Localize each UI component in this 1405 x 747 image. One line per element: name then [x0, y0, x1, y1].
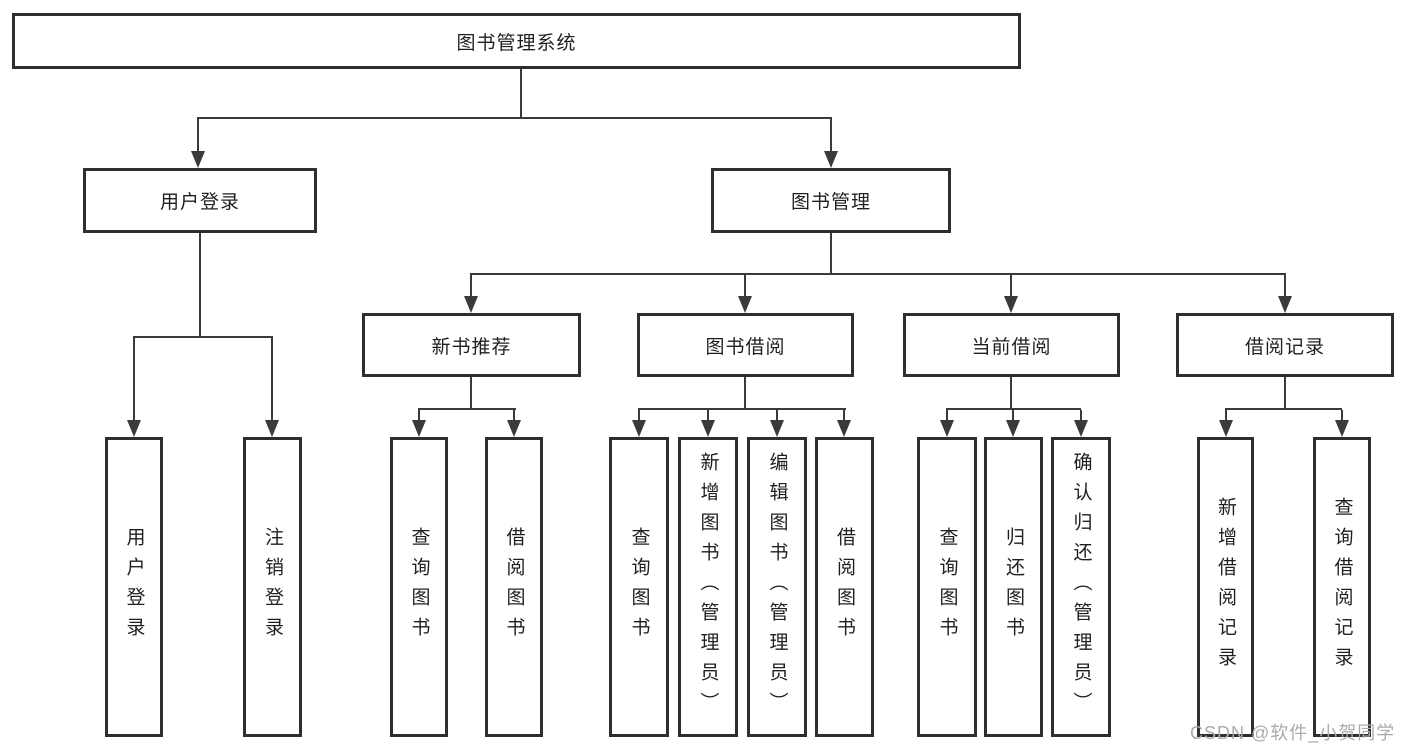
- connector-line: [470, 273, 1286, 275]
- arrow-down-icon: [1006, 420, 1020, 437]
- leaf-label: 借阅图书: [834, 527, 855, 647]
- leaf-query-books-recommend: 查询图书: [390, 437, 448, 737]
- connector-line: [1284, 275, 1286, 297]
- arrow-down-icon: [464, 296, 478, 313]
- arrow-down-icon: [824, 151, 838, 168]
- connector-line: [638, 408, 846, 410]
- leaf-query-books-borrowing: 查询图书: [609, 437, 669, 737]
- connector-line: [197, 117, 832, 119]
- csdn-watermark: CSDN @软件_小贺同学: [1190, 723, 1396, 743]
- leaf-label: 查询图书: [936, 527, 958, 647]
- leaf-label: 查询借阅记录: [1331, 497, 1353, 677]
- connector-line: [638, 410, 640, 421]
- connector-line: [470, 377, 472, 408]
- leaf-user-login: 用户登录: [105, 437, 163, 737]
- connector-line: [946, 408, 1081, 410]
- node-label: 新书推荐: [431, 336, 512, 358]
- connector-line: [418, 410, 420, 421]
- node-label: 图书管理: [790, 192, 871, 213]
- arrow-down-icon: [412, 420, 426, 437]
- node-book-borrowing: 图书借阅: [637, 313, 854, 377]
- leaf-query-books-current: 查询图书: [917, 437, 977, 737]
- connector-line: [1341, 410, 1343, 421]
- leaf-label: 查询图书: [628, 527, 650, 647]
- node-label: 图书借阅: [705, 336, 786, 358]
- node-library-management-system: 图书管理系统: [12, 13, 1021, 69]
- leaf-edit-books-admin: 编辑图书（管理员）: [747, 437, 807, 737]
- connector-line: [1012, 410, 1014, 421]
- leaf-label: 确认归还（管理员）: [1070, 452, 1092, 722]
- leaf-label: 借阅图书: [503, 527, 525, 647]
- node-book-management: 图书管理: [711, 168, 951, 233]
- connector-line: [776, 410, 778, 421]
- arrow-down-icon: [1278, 296, 1292, 313]
- node-user-login: 用户登录: [83, 168, 317, 233]
- node-current-borrowing: 当前借阅: [903, 313, 1120, 377]
- arrow-down-icon: [632, 420, 646, 437]
- leaf-add-borrow-record: 新增借阅记录: [1197, 437, 1254, 737]
- node-label: 用户登录: [159, 192, 240, 213]
- connector-line: [1225, 408, 1342, 410]
- leaf-label: 归还图书: [1003, 527, 1024, 647]
- node-label: 借阅记录: [1244, 336, 1325, 358]
- arrow-down-icon: [191, 151, 205, 168]
- leaf-label: 新增借阅记录: [1215, 497, 1236, 677]
- leaf-return-books: 归还图书: [984, 437, 1043, 737]
- arrow-down-icon: [738, 296, 752, 313]
- connector-line: [946, 410, 948, 421]
- leaf-logout: 注销登录: [243, 437, 302, 737]
- leaf-query-borrow-record: 查询借阅记录: [1313, 437, 1371, 737]
- connector-line: [830, 233, 832, 273]
- connector-line: [133, 336, 273, 338]
- node-label: 当前借阅: [971, 336, 1052, 358]
- connector-line: [707, 410, 709, 421]
- leaf-add-books-admin: 新增图书（管理员）: [678, 437, 738, 737]
- connector-line: [197, 119, 199, 152]
- arrow-down-icon: [1335, 420, 1349, 437]
- arrow-down-icon: [1004, 296, 1018, 313]
- connector-line: [418, 408, 516, 410]
- arrow-down-icon: [837, 420, 851, 437]
- leaf-label: 编辑图书（管理员）: [766, 452, 788, 722]
- connector-line: [830, 119, 832, 152]
- leaf-label: 查询图书: [408, 527, 430, 647]
- connector-line: [1080, 410, 1082, 421]
- leaf-label: 用户登录: [123, 527, 145, 647]
- arrow-down-icon: [127, 420, 141, 437]
- node-borrowing-records: 借阅记录: [1176, 313, 1394, 377]
- arrow-down-icon: [265, 420, 279, 437]
- leaf-label: 新增图书（管理员）: [697, 452, 719, 722]
- arrow-down-icon: [1219, 420, 1233, 437]
- connector-line: [744, 275, 746, 297]
- connector-line: [133, 338, 135, 421]
- arrow-down-icon: [701, 420, 715, 437]
- leaf-borrow-books: 借阅图书: [815, 437, 874, 737]
- node-new-book-recommend: 新书推荐: [362, 313, 581, 377]
- connector-line: [1010, 377, 1012, 408]
- connector-line: [513, 410, 515, 421]
- leaf-confirm-return-admin: 确认归还（管理员）: [1051, 437, 1111, 737]
- connector-line: [843, 410, 845, 421]
- connector-line: [199, 233, 201, 336]
- connector-line: [520, 69, 522, 118]
- arrow-down-icon: [1074, 420, 1088, 437]
- leaf-borrow-books-recommend: 借阅图书: [485, 437, 543, 737]
- connector-line: [470, 275, 472, 297]
- arrow-down-icon: [770, 420, 784, 437]
- node-label: 图书管理系统: [456, 32, 577, 54]
- connector-line: [1225, 410, 1227, 421]
- arrow-down-icon: [507, 420, 521, 437]
- arrow-down-icon: [940, 420, 954, 437]
- connector-line: [1284, 377, 1286, 408]
- leaf-label: 注销登录: [262, 527, 283, 647]
- connector-line: [744, 377, 746, 408]
- connector-line: [1010, 275, 1012, 297]
- connector-line: [271, 338, 273, 421]
